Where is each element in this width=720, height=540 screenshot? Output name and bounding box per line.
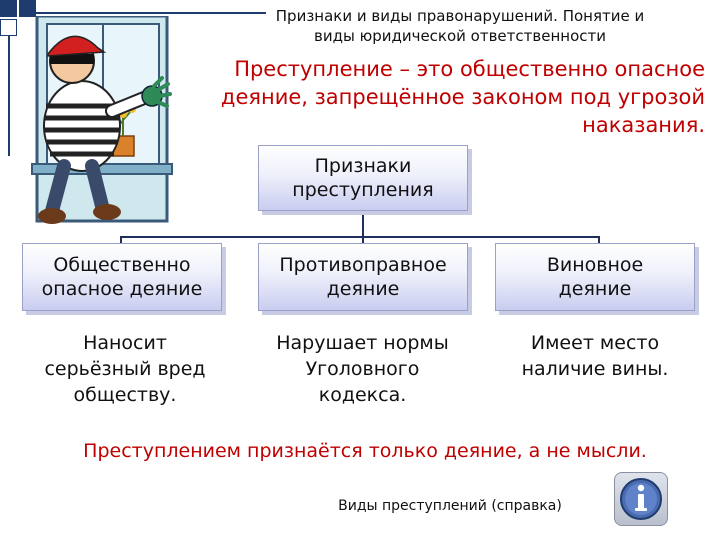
crime-features-box: Признаки преступления [258,145,468,211]
feature-box-unlawful: Противоправное деяние [258,243,468,311]
box-label: опасное деяние [41,278,203,300]
definition-line: Преступление – это общественно опасное [234,57,705,81]
description-line: обществу. [73,384,177,406]
box-label: Общественно [53,254,191,276]
description-line: Имеет место [530,332,660,354]
corner-square [0,0,17,17]
slide-header: Признаки и виды правонарушений. Понятие … [230,6,690,46]
feature-box-socially-dangerous: Общественно опасное деяние [22,243,222,311]
feature-box-guilty: Виновное деяние [495,243,695,311]
corner-square [19,0,36,17]
corner-square [0,19,17,36]
feature-description: Нарушает нормы Уголовного кодекса. [250,330,475,408]
description-line: наличие вины. [521,358,669,380]
box-label: Виновное [546,254,644,276]
box-label: деяние [558,278,632,300]
description-line: Наносит [83,332,167,354]
definition-line: наказания. [582,113,705,137]
description-line: кодекса. [318,384,407,406]
connector-line [598,236,600,244]
description-line: Уголовного [305,358,420,380]
description-line: серьёзный вред [44,358,206,380]
box-label: Признаки [314,155,412,177]
description-line: Нарушает нормы [276,332,449,354]
header-line: Признаки и виды правонарушений. Понятие … [275,7,645,25]
box-label: преступления [292,179,434,201]
info-icon [620,478,662,520]
definition-line: деяние, запрещённое законом под угрозой [220,85,705,109]
feature-description: Имеет место наличие вины. [485,330,705,382]
crime-definition: Преступление – это общественно опасное д… [175,55,705,139]
connector-line [120,236,122,244]
connector-line [362,211,364,237]
thief-illustration [31,16,173,224]
decorative-line [36,12,266,14]
connector-line [120,236,600,238]
connector-line [362,236,364,244]
info-button[interactable] [614,472,668,526]
decorative-line [8,36,10,156]
crime-note: Преступлением признаётся только деяние, … [83,440,647,462]
reference-link[interactable]: Виды преступлений (справка) [338,498,562,514]
feature-description: Наносит серьёзный вред обществу. [15,330,235,408]
header-line: виды юридической ответственности [314,27,606,45]
box-label: Противоправное [279,254,447,276]
box-label: деяние [326,278,400,300]
